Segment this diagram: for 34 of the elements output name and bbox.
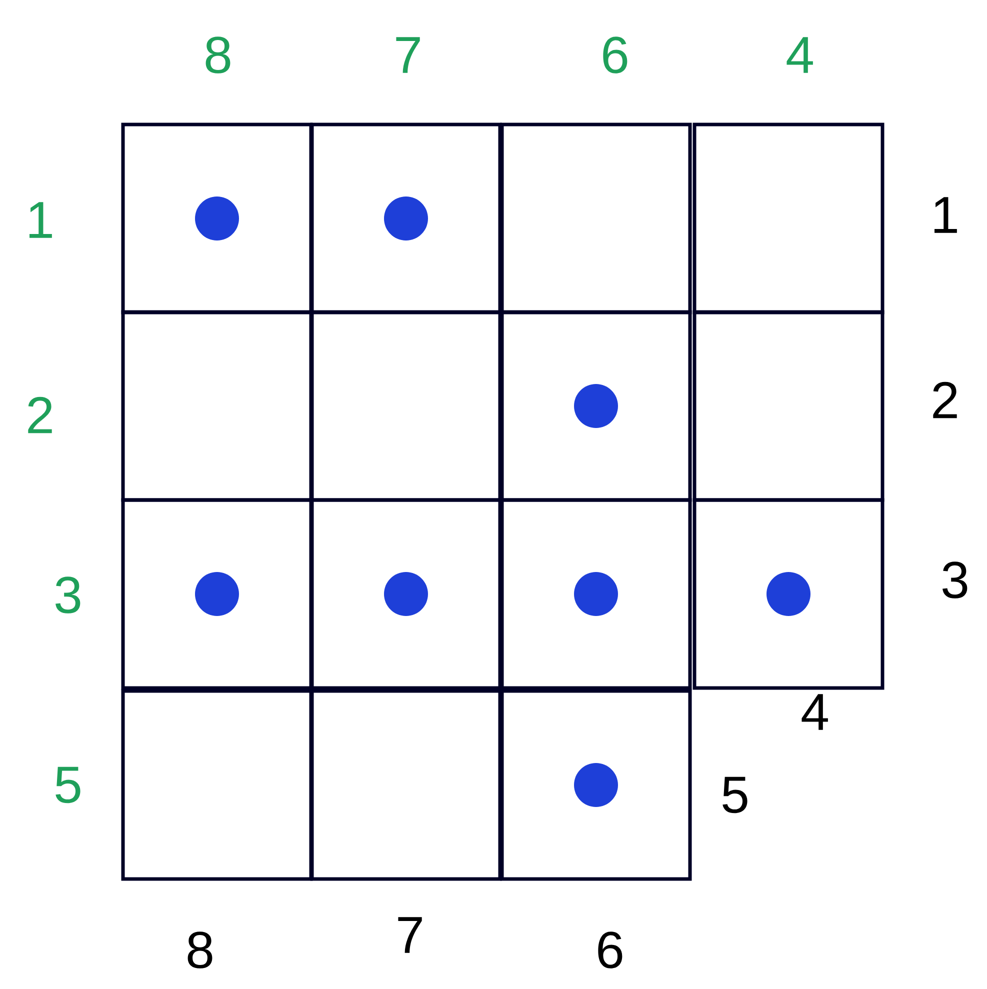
- dot: [766, 572, 810, 616]
- grid-cell: [121, 122, 313, 314]
- number-label: 6: [603, 36, 628, 74]
- number-label: 7: [398, 917, 422, 953]
- grid-cell: [310, 122, 502, 314]
- number-label: 4: [786, 37, 813, 73]
- number-label: 3: [942, 562, 968, 598]
- number-label: 6: [598, 932, 622, 968]
- number-label: 3: [56, 576, 80, 614]
- grid-cell: [500, 498, 692, 690]
- grid-cell: [692, 122, 884, 314]
- dot: [574, 763, 618, 807]
- dot: [574, 572, 618, 616]
- number-label: 1: [934, 197, 957, 233]
- number-label: 2: [933, 382, 957, 418]
- number-label: 4: [802, 694, 828, 730]
- dot: [384, 196, 428, 240]
- number-label: 8: [188, 932, 212, 968]
- grid-cell: [121, 498, 313, 690]
- grid-cell: [692, 498, 884, 690]
- dot: [384, 572, 428, 616]
- grid-cell: [310, 498, 502, 690]
- grid-cell: [500, 689, 692, 881]
- number-label: 7: [396, 37, 420, 73]
- dot: [195, 196, 239, 240]
- number-label: 1: [30, 202, 52, 238]
- grid-cell: [121, 689, 313, 881]
- grid-cell: [500, 122, 692, 314]
- number-label: 2: [28, 396, 52, 434]
- number-label: 8: [206, 36, 230, 74]
- grid-cell: [310, 689, 502, 881]
- number-label: 5: [722, 776, 748, 814]
- dot: [195, 572, 239, 616]
- dot: [574, 384, 618, 428]
